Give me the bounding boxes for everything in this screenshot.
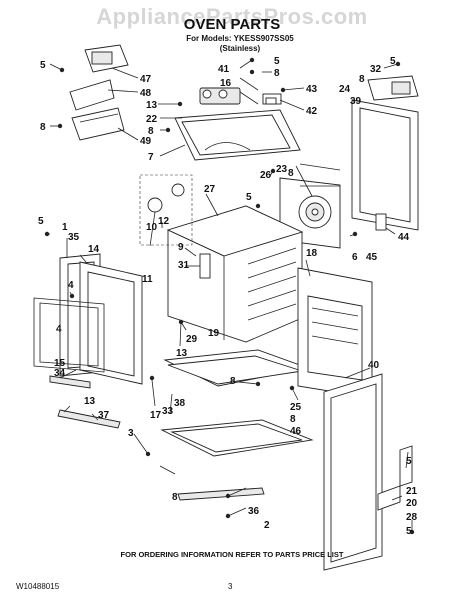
callout-8: 8 [230,376,236,387]
bottom-trim [49,375,121,429]
bottom-panel [163,349,310,387]
callout-3: 3 [128,428,134,439]
right-door-liner [297,267,373,399]
leader-lines [47,59,413,532]
callout-12: 12 [158,216,170,227]
callout-36: 36 [248,506,260,517]
callout-34: 34 [54,368,66,379]
callout-16: 16 [220,78,232,89]
callout-40: 40 [368,360,380,371]
callout-38: 38 [174,398,186,409]
watermark: AppliancePartsPros.com [96,4,368,29]
callout-5: 5 [274,56,280,67]
callout-42: 42 [306,106,318,117]
callout-20: 20 [406,498,418,509]
callout-18: 18 [306,248,318,259]
callout-33: 33 [162,406,174,417]
callout-8: 8 [290,414,296,425]
callout-2: 2 [264,520,270,531]
callout-4: 4 [56,324,62,335]
document-number: W10488015 [16,582,60,591]
callout-5: 5 [390,56,396,67]
callout-23: 23 [276,164,288,175]
callout-7: 7 [148,152,154,163]
callout-41: 41 [218,64,230,75]
callout-9: 9 [178,242,184,253]
callout-5: 5 [246,192,252,203]
callout-21: 21 [406,486,418,497]
callout-8: 8 [40,122,46,133]
left-door-frame [59,253,143,385]
callout-25: 25 [290,402,302,413]
door-glass [323,373,383,571]
page-title: OVEN PARTS [183,16,281,33]
callout-49: 49 [140,136,152,147]
callout-6: 6 [352,252,358,263]
callout-24: 24 [339,84,351,95]
callout-8: 8 [172,492,178,503]
callout-22: 22 [146,114,158,125]
callout-19: 19 [208,328,220,339]
models-line: For Models: YKESS907SS05 [186,34,294,43]
callout-46: 46 [290,426,302,437]
callout-32: 32 [370,64,382,75]
callout-5: 5 [38,216,44,227]
back-panel [351,75,419,231]
bottom-rail [177,487,265,501]
callout-39: 39 [350,96,362,107]
oven-cavity [166,205,304,343]
upper-right-parts [239,77,282,105]
callout-5: 5 [406,526,412,537]
callout-14: 14 [88,244,100,255]
callout-48: 48 [140,88,152,99]
callout-8: 8 [148,126,154,137]
callout-29: 29 [186,334,198,345]
callout-26: 26 [260,170,272,181]
light-housing [139,174,193,246]
finish-line: (Stainless) [219,44,261,53]
callout-15: 15 [54,358,66,369]
callout-28: 28 [406,512,418,523]
callout-5: 5 [40,60,46,71]
callout-17: 17 [150,410,162,421]
ordering-note: FOR ORDERING INFORMATION REFER TO PARTS … [120,550,344,559]
callout-45: 45 [366,252,378,263]
callout-43: 43 [306,84,318,95]
callout-44: 44 [398,232,410,243]
callout-8: 8 [274,68,280,79]
callout-8: 8 [359,74,365,85]
top-bracket-assembly [69,44,129,141]
page-number: 3 [228,582,233,591]
callout-8: 8 [288,168,294,179]
callout-13: 13 [146,100,158,111]
callout-31: 31 [178,260,190,271]
callout-13: 13 [176,348,188,359]
callout-37: 37 [98,410,110,421]
model-info: For Models: YKESS907SS05 (Stainless) [160,34,320,54]
door-gasket [33,297,105,373]
callout-1: 1 [62,222,68,233]
callout-13: 13 [84,396,96,407]
callout-35: 35 [68,232,80,243]
callout-5: 5 [406,456,412,467]
callout-47: 47 [140,74,152,85]
callout-11: 11 [142,274,153,285]
callout-27: 27 [204,184,216,195]
top-frame [174,87,301,161]
lower-tray [160,419,314,457]
callout-10: 10 [146,222,158,233]
callout-labels: 5 47 48 49 8 13 22 8 7 41 16 5 8 43 42 3… [38,56,418,537]
callout-4: 4 [68,280,74,291]
